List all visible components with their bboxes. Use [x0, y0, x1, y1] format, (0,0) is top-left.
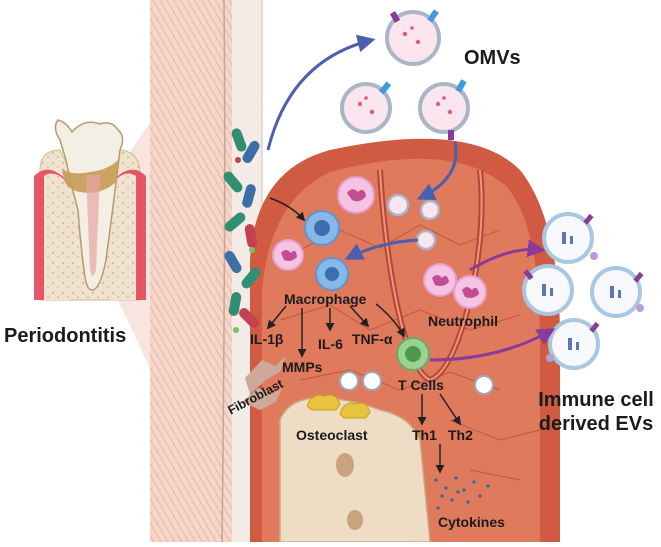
osteoclast-cells [306, 394, 371, 419]
macrophage-cell-2 [315, 257, 349, 291]
label-periodontitis: Periodontitis [4, 325, 127, 347]
arrows [266, 34, 556, 474]
macrophage-cell-1 [304, 210, 340, 246]
arrow-neutrophil-to-evs [469, 239, 546, 272]
label-omvs: OMVs [464, 47, 521, 69]
label-th1: Th1 [412, 427, 437, 443]
label-cytokines: Cytokines [438, 514, 505, 530]
label-il6: IL-6 [318, 336, 343, 352]
label-neutrophil: Neutrophil [428, 313, 498, 329]
label-t-cells: T Cells [398, 377, 444, 393]
arrow-tcells-to-th2 [439, 393, 461, 426]
omv-vesicles [340, 9, 470, 140]
immune-ev-2 [522, 264, 574, 316]
cells [242, 176, 494, 510]
label-immune-evs-line1: Immune cell [538, 389, 654, 411]
cytokine-dots [434, 476, 490, 510]
arrow-macrophage-to-il1b [266, 305, 287, 330]
label-immune-evs-line2: derived EVs [538, 413, 654, 435]
arrow-vesicle-to-macrophage [344, 238, 419, 260]
arrow-tcell-to-evs [429, 328, 556, 362]
arrow-macrophage-to-tcell [375, 303, 405, 338]
tooth-surface [150, 0, 263, 543]
ev-cluster-gum [339, 371, 494, 395]
arrow-biofilm-to-macrophage [269, 197, 306, 222]
neutrophil-cell-3 [423, 263, 457, 297]
small-vesicles [386, 193, 441, 251]
neutrophil-cell-2 [272, 239, 304, 271]
tooth-illustration [34, 119, 146, 301]
neutrophil-cell-4 [453, 275, 487, 309]
bacterial-biofilm [223, 128, 261, 333]
immune-evs [522, 212, 644, 370]
omv-vesicle-3 [418, 79, 470, 140]
t-cell [396, 337, 430, 371]
label-tnfa: TNF-α [352, 331, 393, 347]
label-il1b: IL-1β [250, 331, 284, 347]
fibroblast-cells [242, 356, 286, 410]
label-macrophage: Macrophage [284, 291, 367, 307]
arrow-macrophage-to-tnfa [349, 305, 370, 328]
arrow-omvs-to-gum [416, 141, 458, 200]
label-mmps: MMPs [282, 359, 323, 375]
immune-ev-1 [542, 212, 594, 264]
neutrophil-cell-1 [337, 176, 375, 214]
label-th2: Th2 [448, 427, 473, 443]
arrow-biofilm-to-omvs [266, 34, 376, 151]
label-osteoclast: Osteoclast [296, 427, 368, 443]
immune-ev-3 [590, 266, 642, 318]
omv-vesicle-2 [340, 81, 392, 134]
immune-ev-4 [548, 318, 600, 370]
omv-vesicle-1 [385, 9, 441, 66]
